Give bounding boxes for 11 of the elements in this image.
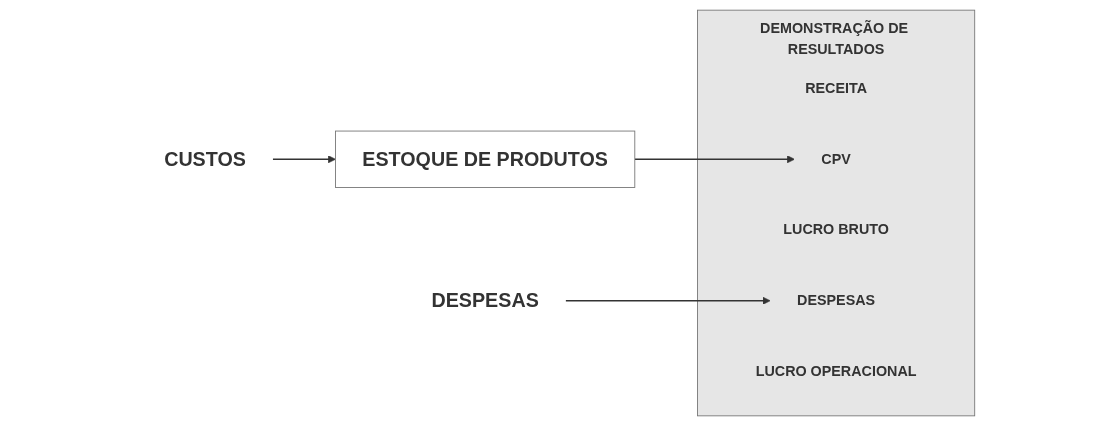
node-text: RECEITA [804, 80, 867, 96]
node-text: DESPESAS [796, 292, 875, 308]
node-text: LUCRO OPERACIONAL [755, 363, 916, 379]
node-text: DESPESAS [430, 289, 539, 312]
node-box: ESTOQUE DE PRODUTOS [334, 130, 635, 188]
arrow [271, 155, 336, 164]
node-text: LUCRO BRUTO [782, 221, 889, 238]
node-text: CPV [820, 151, 851, 167]
arrow [564, 296, 771, 305]
node-text: CUSTOS [163, 148, 246, 171]
arrow [633, 155, 795, 164]
